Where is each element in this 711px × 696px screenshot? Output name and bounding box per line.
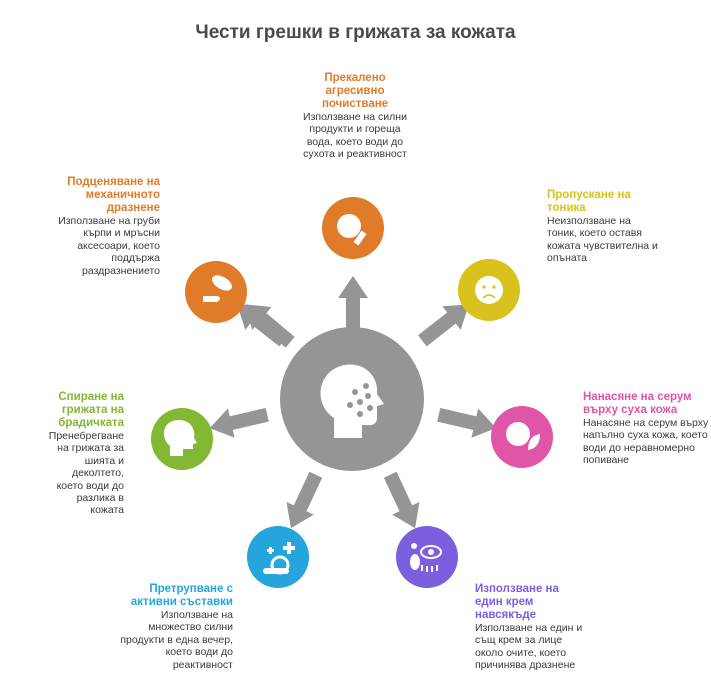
item-heading: Прекалено агресивно почистване	[321, 72, 389, 110]
item-heading: Претрупване с активни съставки	[130, 583, 233, 608]
page-title: Чести грешки в грижата за кожата	[195, 22, 516, 43]
item-icon-3	[396, 526, 458, 588]
item-3: Използване на един крем навсякъде Използ…	[475, 583, 587, 672]
item-5: Спиране на грижата на брадичката Пренебр…	[46, 391, 124, 517]
item-0: Прекалено агресивно почистване Използван…	[296, 72, 414, 161]
arrow-up-left-icon	[237, 304, 288, 347]
item-icon-2	[491, 406, 553, 468]
item-6: Подценяване на механичното дразнене Изпо…	[50, 176, 160, 277]
item-text: Използване на един и същ крем за лице ок…	[475, 622, 583, 672]
item-text: Използване на груби кърпи и мръсни аксес…	[58, 215, 160, 277]
item-icon-5	[151, 408, 213, 470]
arrow-down-left-icon	[286, 471, 323, 529]
item-heading: Пропускане на тоника	[547, 189, 631, 214]
item-heading: Използване на един крем навсякъде	[475, 583, 559, 621]
arrows	[209, 276, 497, 529]
arrow-left-icon	[209, 407, 269, 438]
item-2: Нанасяне на серум върху суха кожа Нанася…	[583, 391, 711, 467]
item-text: Използване на множество силни продукти в…	[120, 609, 233, 671]
arrow-down-right-icon	[383, 471, 420, 529]
head-with-acne-icon	[320, 364, 384, 438]
item-1: Пропускане на тоника Неизползване на тон…	[547, 189, 659, 265]
item-4: Претрупване с активни съставки Използван…	[120, 583, 233, 671]
item-text: Неизползване на тоник, което оставя кожа…	[547, 215, 658, 265]
item-icon-4	[247, 526, 309, 588]
item-heading: Подценяване на механичното дразнене	[67, 176, 160, 214]
item-heading: Нанасяне на серум върху суха кожа	[583, 391, 692, 416]
item-icon-1	[458, 259, 520, 321]
item-text: Пренебрегване на грижата за шията и деко…	[48, 430, 124, 517]
arrow-right-down-icon	[437, 407, 497, 438]
item-icon-6	[185, 261, 247, 323]
item-text: Нанасяне на серум върху напълно суха кож…	[583, 417, 709, 467]
item-icon-0	[322, 197, 384, 259]
item-text: Използване на силни продукти и гореща во…	[303, 111, 407, 161]
arrow-up-icon	[338, 276, 368, 335]
item-heading: Спиране на грижата на брадичката	[58, 391, 124, 429]
